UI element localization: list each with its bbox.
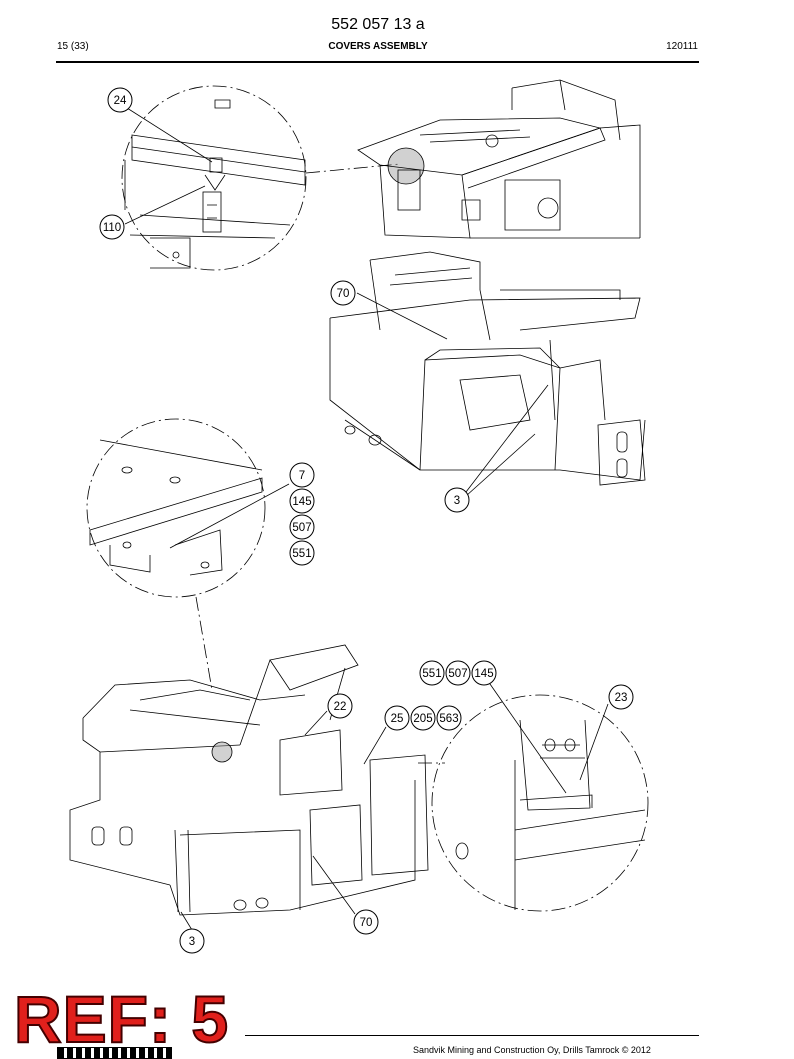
callout-balloons: 24 110 70 7 145 507 551 3 551 507 145 23… <box>99 87 634 954</box>
footer-divider <box>245 1035 699 1036</box>
svg-text:145: 145 <box>292 496 311 508</box>
machine-view-bottom <box>69 644 429 916</box>
page-number: 15 (33) <box>57 41 89 52</box>
callout-507-bottom: 507 <box>445 660 471 686</box>
machine-view-middle <box>329 251 646 486</box>
leader-lines <box>124 107 609 931</box>
svg-text:551: 551 <box>292 548 311 560</box>
callout-3-bottom: 3 <box>179 928 205 954</box>
svg-text:563: 563 <box>439 713 458 725</box>
callout-7: 7 <box>289 462 315 488</box>
svg-text:507: 507 <box>292 522 311 534</box>
svg-text:25: 25 <box>391 713 404 725</box>
callout-205: 205 <box>410 705 436 731</box>
callout-507-left: 507 <box>289 514 315 540</box>
svg-text:507: 507 <box>448 668 467 680</box>
reference-stamp: REF: 5 <box>13 982 230 1056</box>
callout-24: 24 <box>107 87 133 113</box>
detail-view-top <box>121 85 307 271</box>
svg-text:3: 3 <box>189 936 195 948</box>
svg-text:70: 70 <box>360 917 373 929</box>
svg-text:70: 70 <box>337 288 350 300</box>
footer-copyright: Sandvik Mining and Construction Oy, Dril… <box>413 1045 651 1055</box>
callout-25: 25 <box>384 705 410 731</box>
callout-3-middle: 3 <box>444 487 470 513</box>
svg-text:551: 551 <box>422 668 441 680</box>
callout-23: 23 <box>608 684 634 710</box>
callout-70-top: 70 <box>330 280 356 306</box>
callout-551-bottom: 551 <box>419 660 445 686</box>
svg-text:3: 3 <box>454 495 460 507</box>
svg-text:110: 110 <box>103 222 121 234</box>
page-title: COVERS ASSEMBLY <box>328 41 428 52</box>
detail-view-middle <box>86 418 266 598</box>
document-number: 552 057 13 a <box>331 16 425 33</box>
detail-view-bottom <box>431 694 649 912</box>
brand-logo <box>57 1047 172 1059</box>
svg-text:7: 7 <box>299 470 305 482</box>
callout-563: 563 <box>436 705 462 731</box>
callout-145-bottom: 145 <box>471 660 497 686</box>
callout-70-bottom: 70 <box>353 909 379 935</box>
svg-text:145: 145 <box>474 668 493 680</box>
callout-551-left: 551 <box>289 540 315 566</box>
svg-text:205: 205 <box>413 713 432 725</box>
callout-110: 110 <box>99 214 125 240</box>
svg-text:23: 23 <box>615 692 628 704</box>
date-code: 120111 <box>666 41 698 52</box>
svg-text:24: 24 <box>114 95 127 107</box>
svg-text:22: 22 <box>334 701 347 713</box>
callout-22: 22 <box>327 693 353 719</box>
machine-view-top <box>357 79 641 239</box>
callout-145-left: 145 <box>289 488 315 514</box>
header-divider <box>56 61 699 63</box>
